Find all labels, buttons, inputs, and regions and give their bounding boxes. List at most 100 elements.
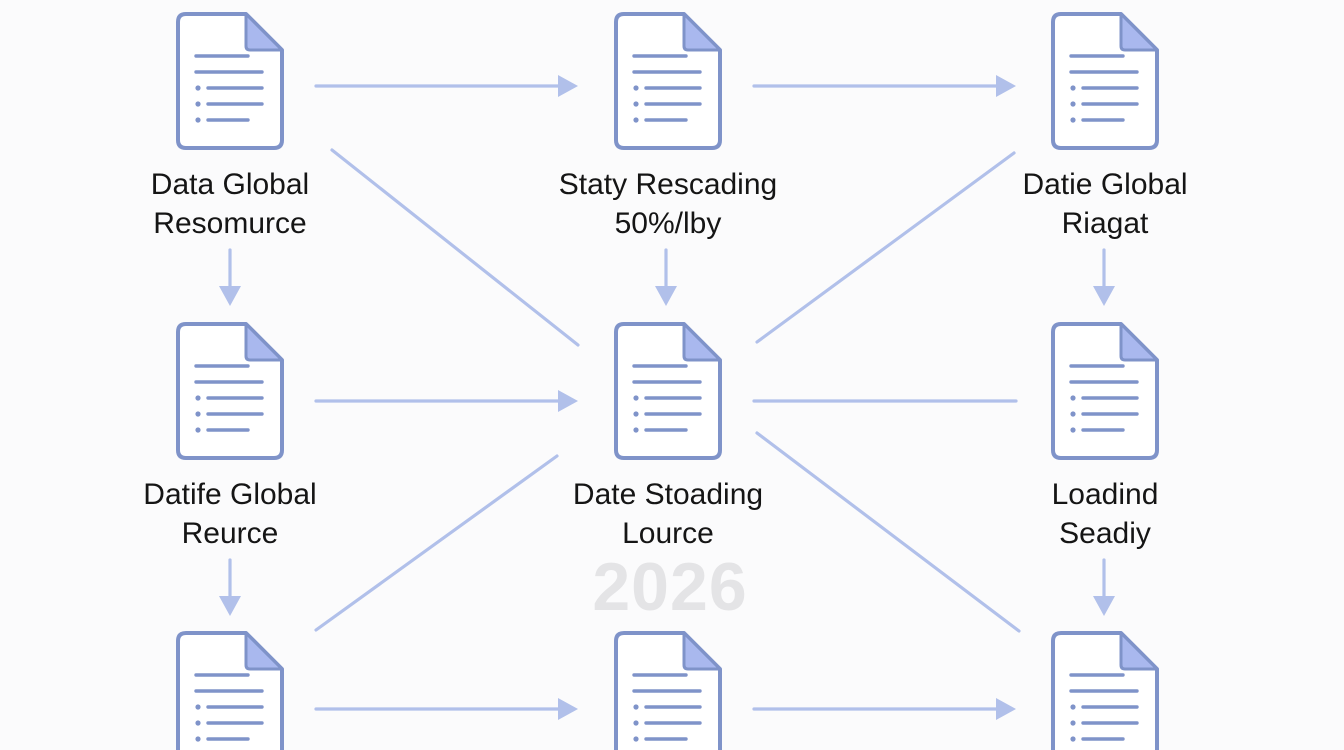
page-fold bbox=[682, 322, 722, 362]
arrowhead bbox=[1093, 596, 1115, 616]
bullet-dot bbox=[633, 411, 639, 417]
page-outline bbox=[1051, 322, 1159, 460]
document-icon bbox=[614, 631, 722, 750]
edge-n7-n5 bbox=[314, 454, 559, 632]
page-outline bbox=[176, 12, 284, 150]
arrowhead bbox=[655, 286, 677, 306]
edges-layer bbox=[219, 75, 1115, 720]
bullet-dot bbox=[1070, 411, 1076, 417]
arrowhead bbox=[558, 390, 578, 412]
edge-n4-n5 bbox=[314, 390, 578, 412]
arrowhead bbox=[996, 698, 1016, 720]
bullet-dot bbox=[195, 395, 201, 401]
bullet-dot bbox=[633, 117, 639, 123]
page-outline bbox=[1051, 12, 1159, 150]
edge-line bbox=[755, 431, 1021, 633]
bullet-dot bbox=[633, 736, 639, 742]
label-line: Loadind bbox=[1051, 478, 1159, 511]
label-line: Reurce bbox=[181, 517, 279, 550]
page-outline bbox=[176, 322, 284, 460]
edge-n6-n9 bbox=[1093, 558, 1115, 616]
bullet-dot bbox=[1070, 101, 1076, 107]
nodes-layer bbox=[176, 12, 1159, 750]
arrowhead bbox=[1093, 286, 1115, 306]
bullet-dot bbox=[1070, 427, 1076, 433]
edge-n8-n9 bbox=[752, 698, 1016, 720]
page-outline bbox=[614, 631, 722, 750]
document-icon bbox=[614, 322, 722, 460]
page-fold bbox=[1119, 12, 1159, 52]
edge-n1-n4 bbox=[219, 248, 241, 306]
bullet-dot bbox=[195, 427, 201, 433]
label-line: 50%/lby bbox=[614, 207, 722, 240]
document-icon bbox=[614, 12, 722, 150]
edge-line bbox=[755, 151, 1016, 344]
bullet-dot bbox=[195, 101, 201, 107]
arrowhead bbox=[558, 75, 578, 97]
bullet-dot bbox=[633, 720, 639, 726]
label-line: Riagat bbox=[1061, 207, 1149, 240]
document-icon bbox=[1051, 12, 1159, 150]
edge-n2-n3 bbox=[752, 75, 1016, 97]
label-line: Resomurce bbox=[153, 207, 307, 240]
edge-n7-n8 bbox=[314, 698, 578, 720]
document-icon bbox=[176, 322, 284, 460]
document-icon bbox=[1051, 322, 1159, 460]
bullet-dot bbox=[1070, 720, 1076, 726]
bullet-dot bbox=[633, 395, 639, 401]
label-line: Staty Rescading bbox=[558, 168, 778, 201]
label-line: Date Stoading bbox=[572, 478, 764, 511]
bullet-dot bbox=[195, 704, 201, 710]
bullet-dot bbox=[195, 736, 201, 742]
bullet-dot bbox=[195, 720, 201, 726]
bullet-dot bbox=[195, 411, 201, 417]
bullet-dot bbox=[1070, 736, 1076, 742]
bullet-dot bbox=[195, 117, 201, 123]
edge-line bbox=[330, 148, 580, 347]
bullet-dot bbox=[633, 427, 639, 433]
edge-n2-n5 bbox=[655, 248, 677, 306]
document-icon bbox=[1051, 631, 1159, 750]
bullet-dot bbox=[633, 101, 639, 107]
arrowhead bbox=[219, 596, 241, 616]
arrowhead bbox=[996, 75, 1016, 97]
document-icon bbox=[176, 631, 284, 750]
label-line: Seadiy bbox=[1059, 517, 1151, 550]
bullet-dot bbox=[1070, 395, 1076, 401]
page-fold bbox=[244, 322, 284, 362]
edge-n3-n6 bbox=[1093, 248, 1115, 306]
edge-n5-n9 bbox=[755, 431, 1021, 633]
edge-n1-n5 bbox=[330, 148, 580, 347]
node-label-n2: Staty Rescading 50%/lby bbox=[508, 165, 828, 243]
page-outline bbox=[614, 12, 722, 150]
page-fold bbox=[682, 12, 722, 52]
edge-n1-n2 bbox=[314, 75, 578, 97]
page-outline bbox=[1051, 631, 1159, 750]
label-line: Lource bbox=[622, 517, 714, 550]
page-fold bbox=[1119, 631, 1159, 671]
bullet-dot bbox=[1070, 704, 1076, 710]
edge-n4-n7 bbox=[219, 558, 241, 616]
page-outline bbox=[614, 322, 722, 460]
edge-n3-n5 bbox=[755, 151, 1016, 344]
watermark-text: 2026 bbox=[592, 549, 748, 625]
page-fold bbox=[682, 631, 722, 671]
edge-line bbox=[314, 454, 559, 632]
page-outline bbox=[176, 631, 284, 750]
page-fold bbox=[244, 631, 284, 671]
label-line: Datife Global bbox=[143, 478, 317, 511]
bullet-dot bbox=[1070, 85, 1076, 91]
bullet-dot bbox=[633, 85, 639, 91]
document-icon bbox=[176, 12, 284, 150]
arrowhead bbox=[558, 698, 578, 720]
label-line: Datie Global bbox=[1022, 168, 1188, 201]
page-fold bbox=[244, 12, 284, 52]
page-fold bbox=[1119, 322, 1159, 362]
bullet-dot bbox=[1070, 117, 1076, 123]
bullet-dot bbox=[195, 85, 201, 91]
